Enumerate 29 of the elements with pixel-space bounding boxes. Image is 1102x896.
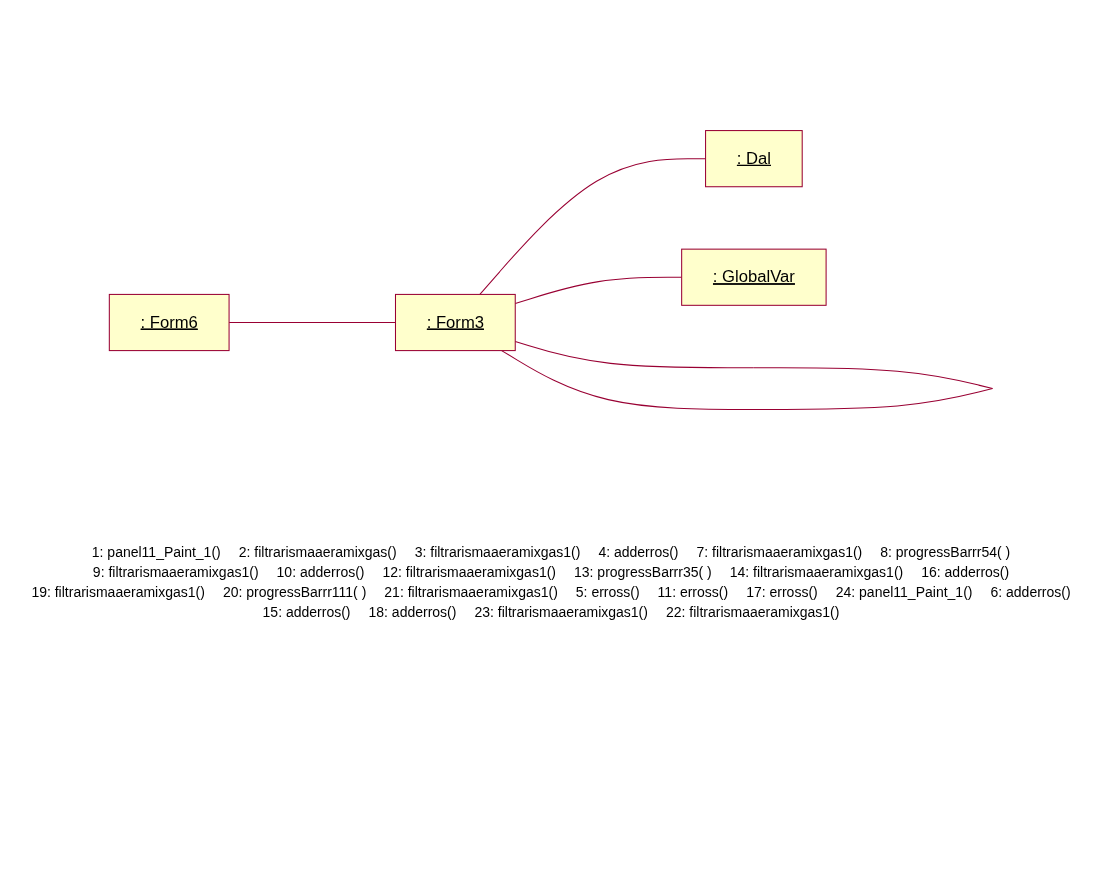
node-box [108, 293, 230, 352]
node-box [394, 293, 516, 352]
message-label: 5: erross() [575, 584, 640, 600]
message-label: 8: progressBarrr54( ) [880, 544, 1011, 560]
message-label: 3: filtrarismaaeramixgas1() [414, 544, 581, 560]
message-label: 23: filtrarismaaeramixgas1() [474, 604, 648, 620]
message-label: 2: filtrarismaaeramixgas() [238, 544, 397, 560]
message-label: 4: adderros() [598, 544, 679, 560]
message-label: 21: filtrarismaaeramixgas1() [384, 584, 558, 600]
message-label: 20: progressBarrr111( ) [222, 584, 367, 600]
message-label: 7: filtrarismaaeramixgas1() [696, 544, 863, 560]
message-label: 11: erross() [657, 584, 729, 600]
message-label: 6: adderros() [990, 584, 1071, 600]
message-label: 16: adderros() [921, 564, 1010, 580]
message-label: 10: adderros() [276, 564, 365, 580]
message-label: 13: progressBarrr35( ) [574, 564, 712, 580]
message-label: 15: adderros() [262, 604, 351, 620]
message-label: 17: erross() [746, 584, 818, 600]
message-label: 1: panel11_Paint_1() [91, 544, 221, 560]
message-label: 14: filtrarismaaeramixgas1() [729, 564, 904, 580]
collaboration-diagram: : Form6 : Form3 : Dal : GlobalVar [101, 10, 1001, 530]
message-label: 22: filtrarismaaeramixgas1() [665, 604, 840, 620]
node-box [705, 130, 803, 188]
message-label: 12: filtrarismaaeramixgas1() [382, 564, 556, 580]
message-label: 24: panel11_Paint_1() [835, 584, 973, 600]
message-label: 9: filtrarismaaeramixgas1() [92, 564, 259, 580]
node-box [681, 248, 827, 306]
message-label: 19: filtrarismaaeramixgas1() [31, 584, 205, 600]
message-label: 18: adderros() [368, 604, 457, 620]
